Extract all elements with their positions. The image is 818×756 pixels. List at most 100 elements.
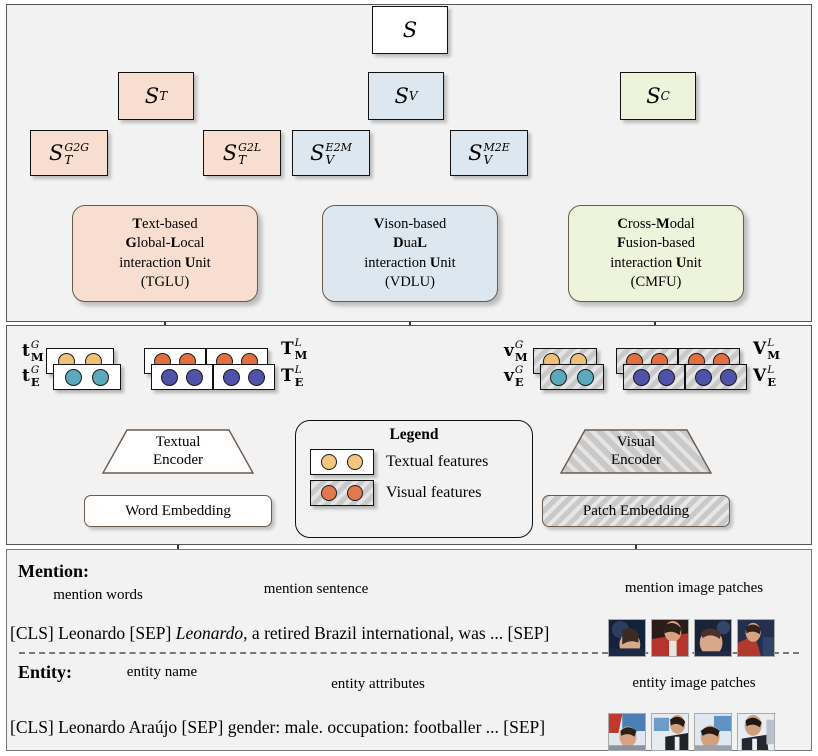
tge-sup: G [30,364,40,376]
feature-dot [64,368,82,386]
entity-image-patch[interactable] [694,713,732,751]
textual-encoder[interactable]: Textual Encoder [100,428,256,474]
unit-tglu[interactable]: Text-based Global-Local interaction Unit… [72,205,258,302]
feature-dot [550,368,568,386]
vle-base: V [753,366,767,386]
score-text-g2l-box[interactable]: S G2L T [203,130,281,176]
mention-tokens-post: , a retired Brazil international, was ..… [243,623,550,643]
label-v-global-mention: v G M [504,340,528,363]
feature-dot [186,368,204,386]
unit-vdlu-line2: DuaL [393,235,427,252]
legend-dot [347,485,363,501]
word-embedding-box[interactable]: Word Embedding [84,495,272,527]
entity-image-patch[interactable] [651,713,689,751]
score-vision-e2m-box[interactable]: S E2M V [292,130,370,176]
label-t-global-entity: t G E [22,365,40,388]
tle-base: T [281,366,294,386]
vle-sup: L [767,364,775,376]
patch-art [652,620,688,656]
entity-attributes-brace-label: entity attributes [331,676,425,692]
mention-image-patch[interactable] [651,619,689,657]
score-text-base: S [144,84,160,108]
label-V-local-entity: V L E [753,365,776,388]
patch-art [695,714,731,750]
score-vision-sub: V [408,89,418,103]
unit-cmfu[interactable]: Cross-Modal Fusion-based interaction Uni… [568,205,744,302]
tge-sub: E [30,374,40,389]
visual-encoder-line1: Visual [616,434,656,450]
unit-vdlu-acronym: (VDLU) [385,273,435,290]
score-cross-sub: C [660,89,670,103]
token-box-text-local-entity-a [151,364,213,390]
mention-image-patch[interactable] [608,619,646,657]
feature-dot [632,368,650,386]
patch-art [609,620,645,656]
unit-tglu-acronym: (TGLU) [140,273,190,290]
token-box-text-global-entity [53,364,121,390]
g2g-base: S [49,141,64,165]
mention-heading: Mention: [18,561,89,581]
m2e-sup: M2E [483,141,510,154]
legend: Legend Textual features Visual features [295,420,533,538]
visual-encoder[interactable]: Visual Encoder [558,428,714,474]
label-t-global-mention: t G M [22,340,44,363]
legend-row-visual: Visual features [310,480,532,506]
feature-dot [222,368,240,386]
token-box-vis-global-entity [540,364,604,390]
entity-image-patch[interactable] [608,713,646,751]
legend-row-textual: Textual features [310,449,532,475]
entity-heading: Entity: [18,662,72,682]
score-text-g2g-box[interactable]: S G2G T [30,130,108,176]
entity-patches-brace-label: entity image patches [632,675,756,691]
entity-tokens-pre: [CLS] Leonardo Araújo [SEP] [10,717,228,737]
mention-image-patch[interactable] [694,619,732,657]
textual-encoder-line1: Textual [155,434,201,450]
unit-tglu-line1: Text-based [132,216,198,233]
score-final-box[interactable]: S [372,6,448,54]
label-V-local-mention: V L M [753,338,780,361]
mention-entity-divider [19,652,799,654]
mention-sentence-brace-label: mention sentence [263,581,369,597]
e2m-base: S [310,141,325,165]
unit-vdlu-line3: interaction Unit [364,254,456,271]
label-T-local-entity: T L E [281,365,303,388]
unit-vdlu-line1: Vison-based [373,216,447,233]
vgm-sub: M [514,349,528,364]
cmfu-acronym-text: CMFU [635,273,677,290]
tlm-sup: L [294,337,302,349]
score-vision-m2e-box[interactable]: S M2E V [450,130,528,176]
legend-dot [321,454,337,470]
score-final-label: S [402,18,418,42]
patch-art [652,714,688,750]
tlm-sub: M [294,347,308,362]
vgm-sup: G [514,339,524,351]
visual-encoder-line2: Encoder [611,452,661,468]
patch-embedding-box[interactable]: Patch Embedding [542,495,730,527]
entity-token-line: [CLS] Leonardo Araújo [SEP] gender: male… [10,717,545,738]
tgm-sub: M [30,349,44,364]
g2l-sup: G2L [238,141,262,154]
mention-tokens-italic: Leonardo [175,623,244,643]
unit-vdlu[interactable]: Vison-based DuaL interaction Unit (VDLU) [322,205,498,302]
score-vision-base: S [394,84,409,108]
mention-image-patch[interactable] [737,619,775,657]
mention-token-line: [CLS] Leonardo [SEP] Leonardo, a retired… [10,623,549,644]
feature-dot [658,368,676,386]
unit-cmfu-line2: Fusion-based [616,235,696,252]
legend-label-visual: Visual features [386,484,482,501]
feature-dot [720,368,738,386]
mention-tokens-pre: [CLS] Leonardo [SEP] [10,623,176,643]
entity-image-patch[interactable] [737,713,775,751]
vle-sub: E [767,374,776,389]
vgm-base: v [504,341,514,361]
legend-swatch-textual [310,449,374,475]
legend-label-textual: Textual features [386,453,489,470]
entity-tokens-post: gender: male. occupation: footballer ...… [227,717,546,737]
g2l-base: S [222,141,238,165]
visual-encoder-shape [559,429,713,474]
tle-sup: L [294,364,302,376]
g2g-sub: T [64,153,73,167]
